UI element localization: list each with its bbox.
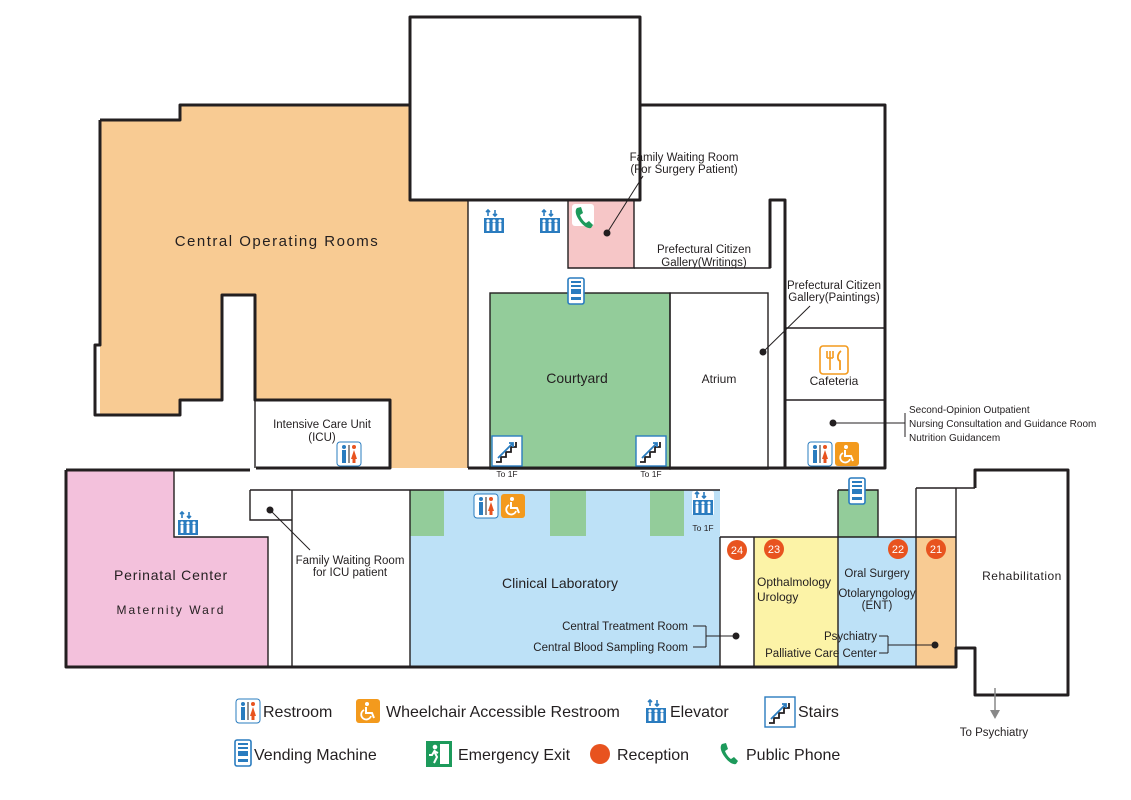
leader-lines	[266, 175, 939, 654]
elevator-icon	[691, 490, 715, 516]
legend-restroom: Restroom	[235, 698, 332, 724]
svg-text:Vending Machine: Vending Machine	[254, 747, 377, 764]
emergency-exit-icon	[425, 740, 453, 768]
central-blood-sampling-label: Central Blood Sampling Room	[533, 642, 688, 654]
wheelchair-icon	[834, 441, 860, 467]
vending-machine-icon	[567, 277, 585, 305]
restroom-icon	[807, 441, 833, 467]
opthalmology-label: Opthalmology	[757, 575, 831, 589]
legend-stairs: Stairs	[764, 696, 839, 728]
svg-text:Wheelchair Accessible Restroom: Wheelchair Accessible Restroom	[386, 704, 620, 721]
opthalmology-area	[754, 537, 838, 667]
restroom-icon	[235, 698, 261, 724]
legend-wheelchair-restroom: Wheelchair Accessible Restroom	[355, 698, 620, 724]
svg-text:Restroom: Restroom	[263, 704, 332, 721]
phone-icon	[720, 743, 738, 765]
central-treatment-room-label: Central Treatment Room	[562, 621, 688, 633]
urology-label: Urology	[757, 590, 798, 604]
reception-icon	[590, 744, 610, 764]
elevator-to-1f-label: To 1F	[692, 523, 713, 533]
legend-public-phone: Public Phone	[720, 743, 840, 765]
map-icons: To 1F To 1F To 1F 24 23 22	[176, 204, 946, 560]
inner-walls	[173, 200, 975, 667]
psychiatry-label: Psychiatry	[824, 631, 877, 643]
legend-vending-machine: Vending Machine	[234, 739, 377, 767]
gallery-paintings-label-1: Prefectural Citizen	[787, 280, 881, 292]
reception-23: 23	[764, 539, 784, 559]
nursing-consultation-label: Nursing Consultation and Guidance Room	[909, 419, 1096, 430]
stairs-to-1f-label-2: To 1F	[640, 469, 661, 479]
reception-21: 21	[926, 539, 946, 559]
reception-24: 24	[727, 540, 747, 560]
elevator-icon	[176, 510, 200, 536]
family-waiting-surgery-label-1: Family Waiting Room	[630, 152, 739, 164]
perinatal-center-label: Perinatal Center	[114, 567, 228, 583]
palliative-care-label: Palliative Care Center	[765, 648, 877, 660]
svg-text:Reception: Reception	[617, 747, 689, 764]
svg-text:23: 23	[768, 544, 780, 556]
atrium-label: Atrium	[702, 372, 737, 386]
legend-elevator: Elevator	[644, 698, 729, 724]
legend-emergency-exit: Emergency Exit	[425, 740, 571, 768]
cafeteria-icon	[819, 345, 849, 375]
to-psychiatry-arrow	[990, 688, 1000, 719]
legend: Restroom Wheelchair Accessible Restroom …	[234, 696, 840, 768]
otolaryngology-label: Otolaryngology	[838, 588, 916, 600]
stairs-icon	[764, 696, 796, 728]
svg-text:24: 24	[731, 545, 743, 557]
wheelchair-icon	[500, 493, 526, 519]
nutrition-guidance-label: Nutrition Guidancem	[909, 433, 1000, 444]
vending-machine-icon	[234, 739, 252, 767]
svg-text:Stairs: Stairs	[798, 704, 839, 721]
elevator-icon	[482, 208, 506, 234]
icu-label-2: (ICU)	[308, 432, 336, 444]
maternity-ward-label: Maternity Ward	[117, 603, 226, 617]
central-operating-rooms-area	[100, 105, 468, 468]
cafeteria-label: Cafeteria	[810, 374, 859, 388]
stairs-icon	[635, 435, 667, 467]
room-labels: Central Operating Rooms Family Waiting R…	[114, 152, 1096, 739]
svg-text:Public Phone: Public Phone	[746, 747, 840, 764]
restroom-icon	[473, 493, 499, 519]
ent-label: (ENT)	[862, 600, 893, 612]
clinical-laboratory-label: Clinical Laboratory	[502, 575, 618, 591]
svg-text:Emergency Exit: Emergency Exit	[458, 747, 571, 764]
building-outline	[64, 15, 1070, 697]
rehabilitation-label: Rehabilitation	[982, 569, 1062, 583]
elevator-icon	[644, 698, 668, 724]
svg-text:22: 22	[892, 544, 904, 556]
second-opinion-label: Second-Opinion Outpatient	[909, 405, 1030, 416]
restroom-icon	[336, 441, 362, 467]
room-fills	[66, 105, 956, 668]
perinatal-center-area	[66, 470, 268, 667]
courtyard-label: Courtyard	[546, 370, 607, 386]
stairs-to-1f-label-1: To 1F	[496, 469, 517, 479]
wheelchair-icon	[355, 698, 381, 724]
to-psychiatry-label: To Psychiatry	[960, 727, 1029, 739]
central-operating-rooms-label: Central Operating Rooms	[175, 233, 380, 250]
svg-text:21: 21	[930, 544, 942, 556]
legend-reception: Reception	[590, 744, 689, 764]
gallery-paintings-label-2: Gallery(Paintings)	[788, 292, 880, 304]
svg-text:Elevator: Elevator	[670, 704, 729, 721]
gallery-writings-label-1: Prefectural Citizen	[657, 244, 751, 256]
reception-22: 22	[888, 539, 908, 559]
family-waiting-icu-label-2: for ICU patient	[313, 567, 388, 579]
icu-label-1: Intensive Care Unit	[273, 419, 372, 431]
oral-surgery-label: Oral Surgery	[844, 568, 909, 580]
family-waiting-surgery-label-2: (For Surgery Patient)	[630, 164, 738, 176]
elevator-icon	[538, 208, 562, 234]
family-waiting-icu-label-1: Family Waiting Room	[296, 555, 405, 567]
stairs-icon	[491, 435, 523, 467]
gallery-writings-label-2: Gallery(Writings)	[661, 257, 747, 269]
vending-machine-icon	[848, 477, 866, 505]
